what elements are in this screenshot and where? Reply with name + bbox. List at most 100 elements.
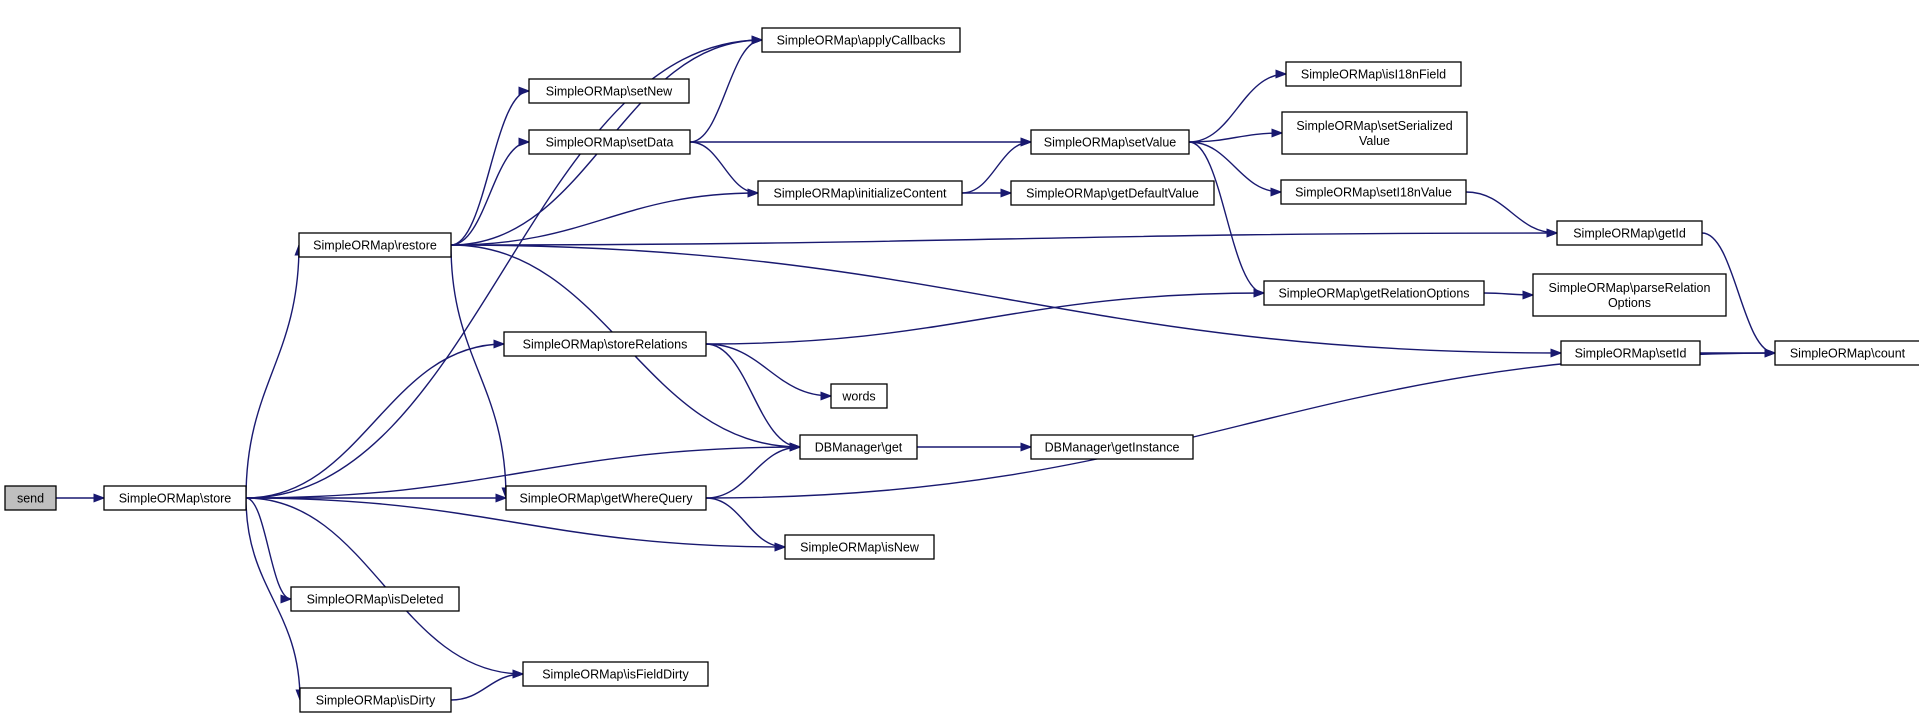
- arrowhead-send-to-store: [93, 493, 106, 503]
- arrowhead-initializeContent-to-setValue: [1020, 137, 1033, 147]
- node-box-isI18nField: [1285, 61, 1462, 87]
- node-label-count: SimpleORMap\count: [1790, 347, 1906, 361]
- node-box-setNew: [528, 78, 690, 104]
- edge-store-to-isDirty: [245, 497, 301, 701]
- node-setNew[interactable]: SimpleORMap\setNew: [528, 78, 690, 104]
- edge-getId-to-count: [1701, 232, 1776, 354]
- arrowhead-restore-to-setId: [1550, 348, 1563, 358]
- node-label-isDeleted: SimpleORMap\isDeleted: [307, 593, 444, 607]
- node-label-setSerializedValue: SimpleORMap\setSerialized: [1296, 119, 1452, 133]
- node-send[interactable]: send: [4, 485, 57, 511]
- node-box-storeRelations: [503, 331, 707, 357]
- edge-store-to-isNew: [245, 497, 786, 548]
- node-label-getInstance: DBManager\getInstance: [1045, 441, 1180, 455]
- edge-getWhereQuery-to-dbget: [705, 446, 801, 499]
- node-label-getWhereQuery: SimpleORMap\getWhereQuery: [520, 492, 694, 506]
- node-label-applyCallbacks: SimpleORMap\applyCallbacks: [777, 34, 946, 48]
- arrowhead-setData-to-initializeContent: [747, 188, 760, 198]
- node-getDefaultValue[interactable]: SimpleORMap\getDefaultValue: [1010, 180, 1215, 206]
- edge-setValue-to-setSerializedValue: [1188, 132, 1283, 143]
- arrowhead-restore-to-setNew: [518, 86, 531, 96]
- arrowhead-store-to-getWhereQuery: [495, 493, 508, 503]
- nodes-layer: send SimpleORMap\store SimpleORMap\restore…: [4, 27, 1919, 713]
- edge-store-to-applyCallbacks: [245, 39, 763, 499]
- node-getInstance[interactable]: DBManager\getInstance: [1030, 434, 1194, 460]
- node-label-getId: SimpleORMap\getId: [1573, 227, 1686, 241]
- arrowhead-storeRelations-to-getRelationOptions: [1253, 288, 1266, 298]
- node-isDirty[interactable]: SimpleORMap\isDirty: [299, 687, 452, 713]
- node-box-setData: [528, 129, 691, 155]
- node-applyCallbacks[interactable]: SimpleORMap\applyCallbacks: [761, 27, 961, 53]
- node-getId[interactable]: SimpleORMap\getId: [1556, 220, 1703, 246]
- node-label-getDefaultValue: SimpleORMap\getDefaultValue: [1026, 187, 1199, 201]
- node-store[interactable]: SimpleORMap\store: [103, 485, 247, 511]
- arrowhead-getWhereQuery-to-dbget: [789, 442, 802, 452]
- edge-restore-to-getWhereQuery: [450, 244, 507, 499]
- edge-restore-to-getId: [450, 232, 1558, 246]
- node-restore[interactable]: SimpleORMap\restore: [298, 232, 452, 258]
- node-box-getRelationOptions: [1263, 280, 1485, 306]
- edge-store-to-storeRelations: [245, 343, 505, 499]
- arrowhead-getWhereQuery-to-count: [1764, 348, 1777, 358]
- node-box-getInstance: [1030, 434, 1194, 460]
- edge-store-to-isDeleted: [245, 497, 292, 600]
- edge-getWhereQuery-to-count: [705, 352, 1776, 499]
- node-isDeleted[interactable]: SimpleORMap\isDeleted: [290, 586, 460, 612]
- node-box-isDeleted: [290, 586, 460, 612]
- node-box-count: [1774, 340, 1919, 366]
- edge-setData-to-initializeContent: [689, 141, 759, 194]
- node-label-setSerializedValue: Value: [1359, 134, 1390, 148]
- node-box-isDirty: [299, 687, 452, 713]
- node-label-getRelationOptions: SimpleORMap\getRelationOptions: [1278, 287, 1469, 301]
- node-label-isDirty: SimpleORMap\isDirty: [316, 694, 436, 708]
- edge-storeRelations-to-getRelationOptions: [705, 292, 1265, 345]
- node-getRelationOptions[interactable]: SimpleORMap\getRelationOptions: [1263, 280, 1485, 306]
- edge-store-to-restore: [245, 244, 300, 499]
- arrowhead-restore-to-setData: [518, 137, 531, 147]
- node-storeRelations[interactable]: SimpleORMap\storeRelations: [503, 331, 707, 357]
- node-setI18nValue[interactable]: SimpleORMap\setI18nValue: [1280, 179, 1467, 205]
- node-getWhereQuery[interactable]: SimpleORMap\getWhereQuery: [505, 485, 707, 511]
- edge-store-to-isFieldDirty: [245, 497, 524, 675]
- node-isFieldDirty[interactable]: SimpleORMap\isFieldDirty: [522, 661, 709, 687]
- node-initializeContent[interactable]: SimpleORMap\initializeContent: [757, 180, 963, 206]
- node-box-applyCallbacks: [761, 27, 961, 53]
- node-words[interactable]: words: [830, 383, 888, 409]
- edge-restore-to-initializeContent: [450, 192, 759, 246]
- node-setValue[interactable]: SimpleORMap\setValue: [1030, 129, 1190, 155]
- node-label-isFieldDirty: SimpleORMap\isFieldDirty: [542, 668, 689, 682]
- node-setData[interactable]: SimpleORMap\setData: [528, 129, 691, 155]
- edge-setI18nValue-to-getId: [1465, 191, 1558, 234]
- edge-restore-to-setData: [450, 141, 530, 246]
- node-label-storeRelations: SimpleORMap\storeRelations: [523, 338, 688, 352]
- node-label-send: send: [17, 492, 44, 506]
- node-isNew[interactable]: SimpleORMap\isNew: [784, 534, 935, 560]
- node-box-parseRelationOptions: [1532, 273, 1727, 317]
- node-count[interactable]: SimpleORMap\count: [1774, 340, 1919, 366]
- arrowhead-getRelationOptions-to-parseRelationOptions: [1522, 290, 1535, 300]
- node-label-store: SimpleORMap\store: [119, 492, 232, 506]
- node-box-send: [4, 485, 57, 511]
- arrowhead-dbget-to-getInstance: [1020, 442, 1033, 452]
- arrowhead-setValue-to-setSerializedValue: [1271, 128, 1284, 138]
- node-label-words: words: [841, 390, 875, 404]
- node-setId[interactable]: SimpleORMap\setId: [1560, 340, 1701, 366]
- node-isI18nField[interactable]: SimpleORMap\isI18nField: [1285, 61, 1462, 87]
- edge-setValue-to-setI18nValue: [1188, 141, 1282, 193]
- node-box-dbget: [799, 434, 918, 460]
- edge-isDirty-to-isFieldDirty: [450, 673, 524, 701]
- edge-storeRelations-to-words: [705, 343, 832, 397]
- node-box-words: [830, 383, 888, 409]
- node-label-dbget: DBManager\get: [815, 441, 903, 455]
- node-box-getId: [1556, 220, 1703, 246]
- node-dbget[interactable]: DBManager\get: [799, 434, 918, 460]
- node-box-store: [103, 485, 247, 511]
- node-label-initializeContent: SimpleORMap\initializeContent: [774, 187, 948, 201]
- edge-setValue-to-isI18nField: [1188, 73, 1287, 143]
- node-label-isNew: SimpleORMap\isNew: [800, 541, 920, 555]
- node-label-parseRelationOptions: SimpleORMap\parseRelation: [1549, 281, 1711, 295]
- node-label-setId: SimpleORMap\setId: [1575, 347, 1687, 361]
- arrowhead-initializeContent-to-getDefaultValue: [1000, 188, 1013, 198]
